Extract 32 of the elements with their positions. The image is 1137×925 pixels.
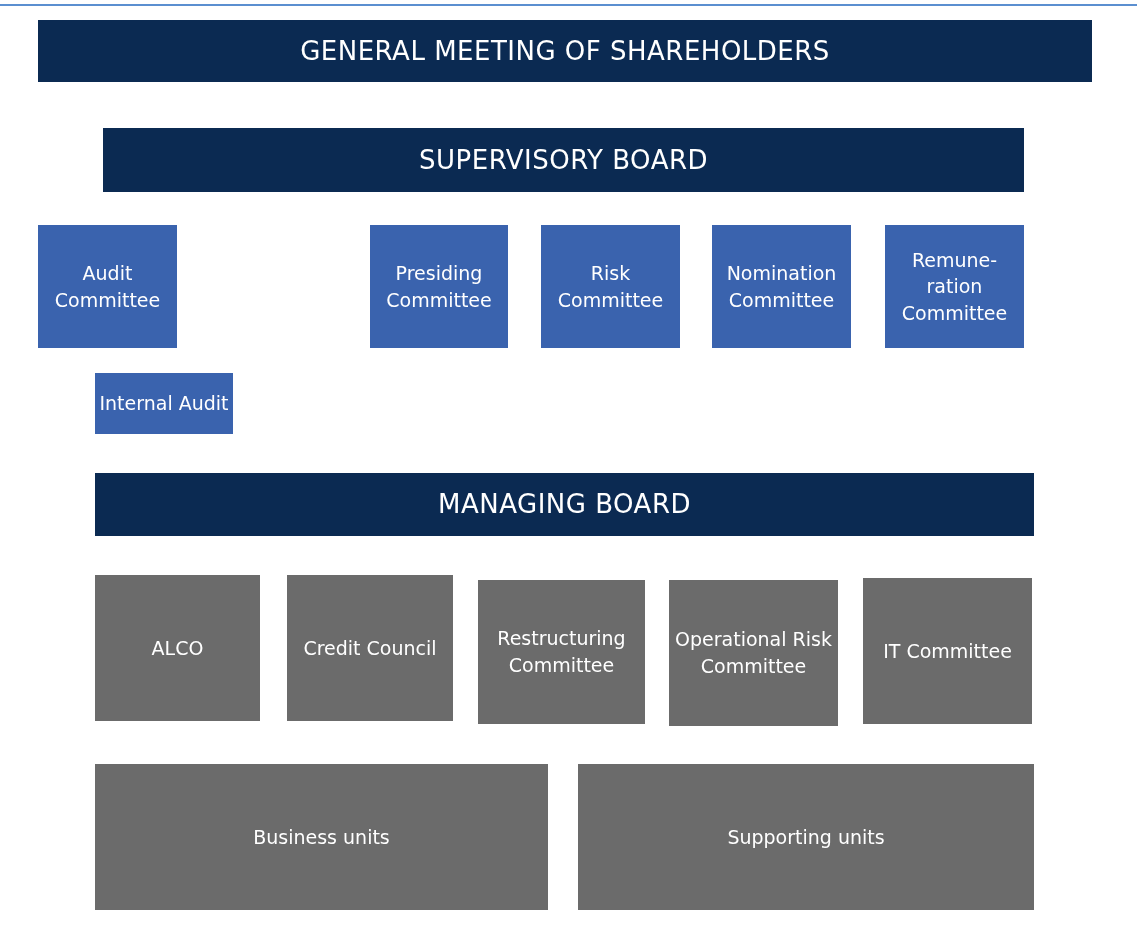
governing-body-bar: [95, 473, 1034, 536]
governing-body-bar: [38, 20, 1092, 82]
committee-box: [541, 225, 680, 348]
committee-box: [712, 225, 851, 348]
committee-box: [885, 225, 1024, 348]
node-label: Audit Committee: [53, 260, 162, 313]
node-label: Nomination Committee: [725, 260, 838, 313]
node-label: Presiding Committee: [385, 260, 493, 313]
committee-box: [478, 580, 645, 724]
node-label: Risk Committee: [556, 260, 665, 313]
node-label: IT Committee: [883, 638, 1012, 664]
node-label: Credit Council: [303, 635, 437, 661]
committee-box: [38, 225, 177, 348]
node-label: Operational Risk Committee: [674, 627, 833, 679]
committee-box: [863, 578, 1032, 724]
node-label: Restructuring Committee: [496, 626, 627, 678]
governing-body-bar: [103, 128, 1024, 192]
committee-box: [95, 373, 233, 434]
node-label: Business units: [253, 824, 390, 850]
unit-box: [95, 764, 548, 910]
node-label: Internal Audit: [99, 391, 229, 417]
committee-box: [669, 580, 838, 726]
committee-box: [287, 575, 453, 721]
node-label: SUPERVISORY BOARD: [419, 143, 708, 177]
node-label: ALCO: [151, 635, 204, 661]
committee-box: [370, 225, 508, 348]
node-label: Supporting units: [727, 824, 885, 850]
committee-box: [95, 575, 260, 721]
node-label: Remune- ration Committee: [900, 247, 1009, 326]
node-label: MANAGING BOARD: [438, 488, 691, 522]
node-label: GENERAL MEETING OF SHAREHOLDERS: [300, 34, 830, 68]
unit-box: [578, 764, 1034, 910]
